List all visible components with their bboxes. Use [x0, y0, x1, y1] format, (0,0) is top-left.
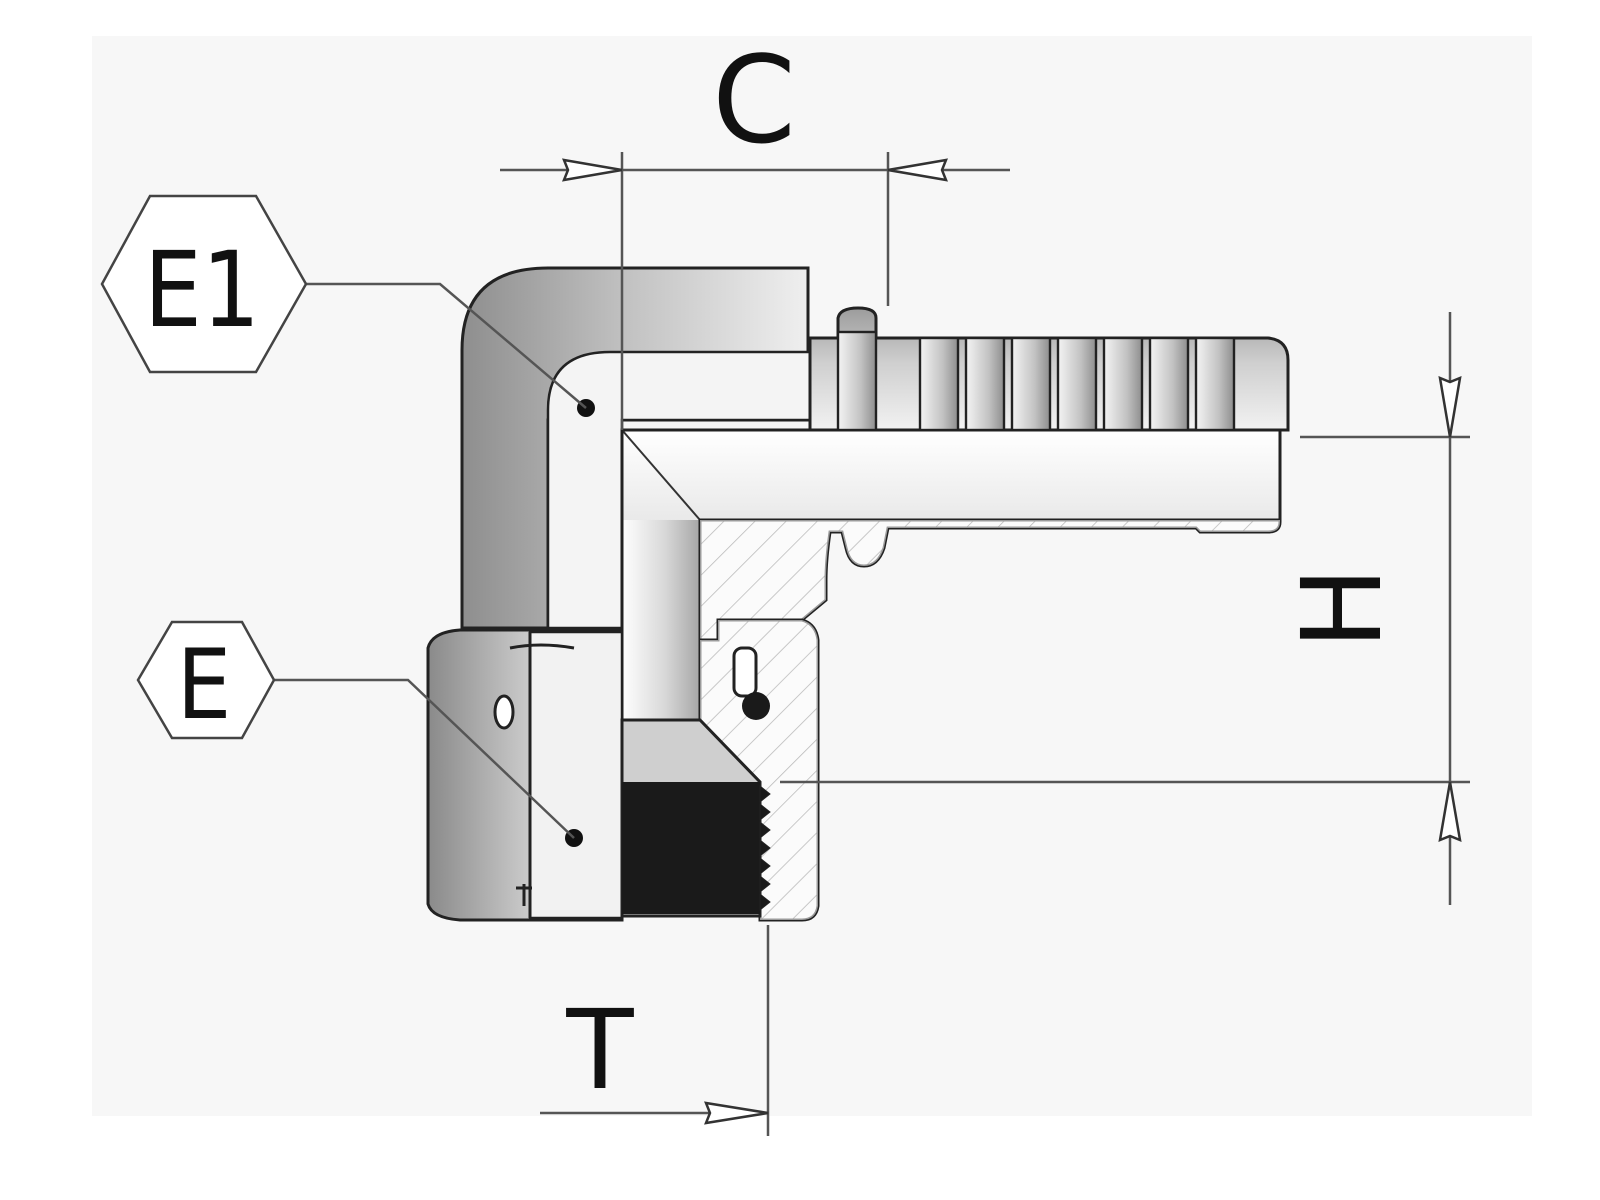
e-hex-tag — [136, 620, 276, 740]
nut-oval-slot — [493, 694, 515, 730]
bore-vertical-shade — [622, 520, 700, 720]
label-t: T — [565, 986, 634, 1114]
label-c: C — [712, 32, 796, 171]
o-ring — [742, 692, 770, 720]
label-e: E — [177, 629, 232, 741]
label-h: H — [1278, 567, 1406, 650]
e1-hex-tag — [100, 194, 308, 374]
nut-groove-top — [509, 643, 575, 650]
hose-stem-ribs — [836, 330, 1236, 432]
thread-teeth — [759, 784, 771, 912]
dimension-arrows — [562, 158, 1462, 1125]
internal-thread — [622, 782, 760, 914]
o-ring-groove — [732, 646, 758, 698]
swivel-nut-face — [528, 630, 624, 920]
label-e1: E1 — [144, 229, 260, 351]
bore-miter-line — [621, 429, 701, 521]
